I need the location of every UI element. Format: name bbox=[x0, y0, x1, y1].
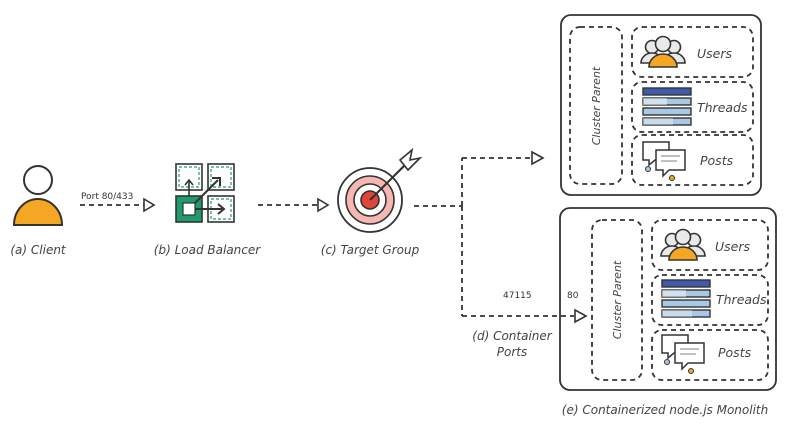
cluster-bottom-posts-service: Posts bbox=[651, 329, 769, 381]
target-group-label: (c) Target Group bbox=[321, 243, 420, 257]
posts-icon bbox=[642, 141, 686, 182]
cluster-top-posts-service: Posts bbox=[631, 134, 754, 186]
threads-label: Threads bbox=[697, 100, 748, 115]
load-balancer-icon bbox=[175, 163, 235, 223]
cluster-top-users-service: Users bbox=[631, 26, 754, 78]
cluster2-arrowhead bbox=[574, 308, 588, 324]
host-port-label: 47115 bbox=[503, 291, 532, 301]
target-icon bbox=[337, 147, 423, 233]
cluster-bottom-users-service: Users bbox=[651, 219, 769, 271]
lb-to-target-arrowhead bbox=[317, 197, 330, 213]
threads-label: Threads bbox=[716, 292, 767, 307]
cluster-bottom-parent-label: Cluster Parent bbox=[611, 260, 624, 339]
users-icon bbox=[660, 228, 706, 261]
container-ports-label-line1: (d) Container bbox=[472, 329, 553, 343]
threads-icon bbox=[642, 87, 692, 126]
client-label: (a) Client bbox=[10, 243, 67, 257]
client-to-lb-arrowhead bbox=[143, 197, 156, 213]
container-ports-label-line2: Ports bbox=[497, 345, 527, 359]
cluster-top: Cluster Parent Users Threads Posts bbox=[560, 14, 762, 196]
cluster1-arrowhead bbox=[531, 150, 545, 166]
users-label: Users bbox=[715, 239, 750, 254]
port-label: Port 80/433 bbox=[81, 192, 133, 202]
posts-label: Posts bbox=[700, 153, 734, 168]
cluster-bottom-threads-service: Threads bbox=[651, 274, 769, 326]
client-icon bbox=[12, 165, 64, 226]
cluster-bottom: Cluster Parent Users Threads Posts bbox=[559, 207, 777, 391]
users-label: Users bbox=[697, 46, 732, 61]
target-to-clusters-connector bbox=[414, 157, 574, 317]
cluster-top-parent-label: Cluster Parent bbox=[590, 66, 603, 145]
posts-label: Posts bbox=[718, 345, 752, 360]
container-port-label: 80 bbox=[567, 291, 579, 301]
monolith-label: (e) Containerized node.js Monolith bbox=[562, 403, 768, 417]
cluster-top-threads-service: Threads bbox=[631, 81, 754, 133]
threads-icon bbox=[661, 279, 711, 318]
posts-icon bbox=[661, 334, 705, 375]
load-balancer-label: (b) Load Balancer bbox=[154, 243, 261, 257]
users-icon bbox=[640, 35, 686, 68]
